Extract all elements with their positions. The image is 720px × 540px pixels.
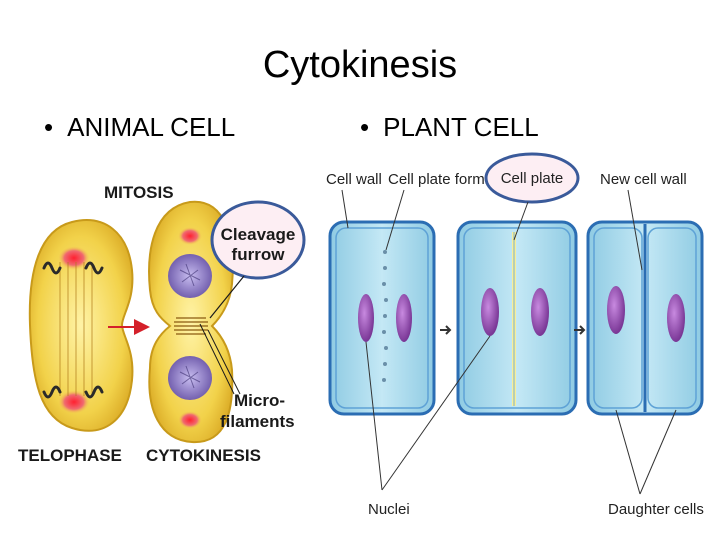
animal-cell-heading: • ANIMAL CELL <box>44 112 235 143</box>
nucleus-icon <box>531 288 549 336</box>
cytokinesis-label: CYTOKINESIS <box>146 446 261 465</box>
cell-plate-forming-label: Cell plate forming <box>388 171 505 188</box>
telophase-cell <box>28 219 134 432</box>
plant-cell-daughters <box>586 220 704 416</box>
plant-cell-forming <box>328 220 436 416</box>
centrosome-icon <box>178 411 202 429</box>
microfilaments-pointer <box>199 323 235 395</box>
cell-plate-label: Cell plate <box>501 170 564 187</box>
cell-plate-callout <box>484 152 580 204</box>
daughter-cells-label: Daughter cells <box>608 501 704 518</box>
nucleus-icon <box>607 286 625 334</box>
microfilaments-label-line2: filaments <box>220 412 295 431</box>
plant-cell-label: PLANT CELL <box>383 112 539 142</box>
bullet-marker: • <box>44 112 54 142</box>
nuclei-label: Nuclei <box>368 501 410 518</box>
centrosome-icon <box>58 246 90 270</box>
bullet-marker: • <box>360 112 370 142</box>
nucleus-icon <box>481 288 499 336</box>
arrow-right-icon <box>440 325 452 335</box>
microfilaments-label-line1: Micro- <box>234 391 285 410</box>
centrosome-icon <box>58 390 90 414</box>
cleavage-pointer <box>209 275 245 319</box>
nucleus-icon <box>358 294 374 342</box>
cleavage-label-line2: furrow <box>232 245 286 264</box>
nucleus-icon <box>667 294 685 342</box>
cell-wall-label: Cell wall <box>326 171 382 188</box>
telophase-label: TELOPHASE <box>18 446 122 465</box>
plant-cell-plate <box>456 220 578 416</box>
slide-title: Cytokinesis <box>262 44 458 86</box>
cleavage-furrow-callout <box>210 200 306 280</box>
centrosome-icon <box>178 227 202 245</box>
new-cell-wall-label: New cell wall <box>600 171 687 188</box>
nucleus-icon <box>396 294 412 342</box>
arrow-right-icon <box>574 325 586 335</box>
cleavage-label-line1: Cleavage <box>221 225 296 244</box>
plant-cell-heading: • PLANT CELL <box>360 112 539 143</box>
mitosis-heading: MITOSIS <box>104 183 174 202</box>
microfilaments-pointer <box>207 329 241 395</box>
animal-cell-label: ANIMAL CELL <box>67 112 236 142</box>
cytokinesis-cell <box>148 200 234 444</box>
